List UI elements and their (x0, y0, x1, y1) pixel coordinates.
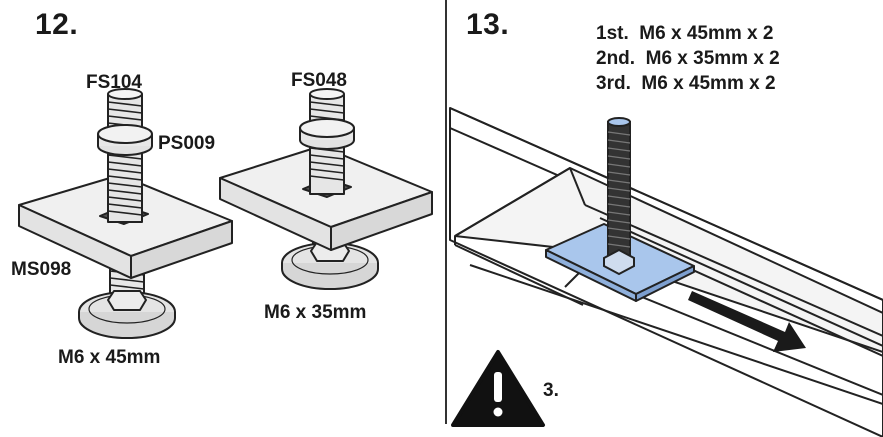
label-fs104: FS104 (86, 72, 142, 93)
label-ps009: PS009 (158, 133, 216, 154)
bolt-sequence-item: 3rd. M6 x 45mm x 2 (596, 73, 776, 94)
long-bolt-assembly (18, 88, 233, 339)
step-13-number: 13. (466, 8, 510, 41)
short-bolt-assembly (219, 88, 433, 290)
bolt-sequence-item: 2nd. M6 x 35mm x 2 (596, 48, 780, 69)
label-ms098: MS098 (11, 259, 72, 280)
step-12-number: 12. (35, 8, 79, 41)
slide-direction-arrow-icon (688, 291, 806, 352)
inserted-bolt (603, 117, 635, 276)
warning-triangle-icon (451, 350, 545, 427)
warning-reference: 3. (543, 380, 559, 401)
label-dim-35mm: M6 x 35mm (264, 302, 367, 323)
label-fs048: FS048 (291, 70, 347, 91)
bolt-sequence-item: 1st. M6 x 45mm x 2 (596, 23, 774, 44)
bolt-sequence-list: 1st. M6 x 45mm x 2 2nd. M6 x 35mm x 2 3r… (596, 21, 780, 96)
label-dim-45mm: M6 x 45mm (58, 347, 161, 368)
